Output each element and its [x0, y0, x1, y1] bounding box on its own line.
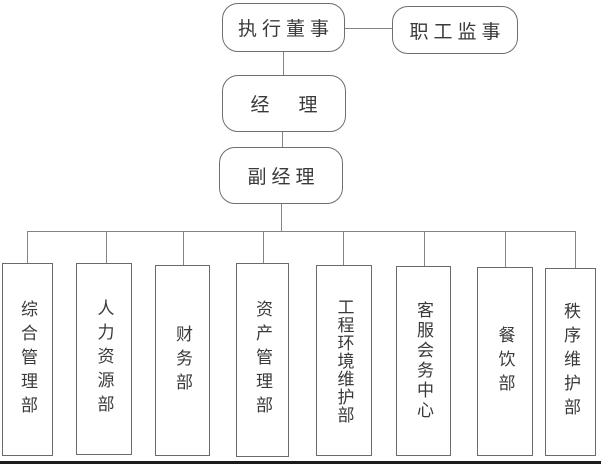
dept-box-catering: 餐饮部	[477, 267, 533, 456]
connector-drop-5	[343, 231, 344, 265]
dept-box-customer-service-conference-center: 客服会务中心	[396, 266, 451, 456]
connector-drop-3	[183, 231, 184, 265]
dept-label: 工程环境维护部	[334, 297, 354, 424]
connector-director-supervisor	[345, 28, 392, 29]
org-node-manager: 经 理	[222, 75, 346, 132]
dept-label: 秩序维护部	[561, 302, 580, 422]
connector-drop-4	[263, 231, 264, 263]
org-node-deputy-manager: 副经理	[219, 147, 343, 204]
dept-label: 资产管理部	[253, 300, 272, 420]
org-node-executive-director: 执行董事	[222, 3, 345, 52]
connector-drop-6	[424, 231, 425, 266]
org-node-label: 经 理	[250, 95, 323, 116]
connector-drop-7	[505, 231, 506, 267]
connector-deputy-bus	[281, 204, 282, 232]
dept-label: 综合管理部	[18, 299, 37, 420]
dept-box-asset-management: 资产管理部	[236, 263, 289, 457]
dept-label: 人力资源部	[94, 299, 114, 419]
org-node-label: 职工监事	[409, 21, 506, 43]
dept-label: 餐饮部	[495, 325, 515, 398]
dept-box-order-maintenance: 秩序维护部	[545, 268, 596, 456]
connector-bus-line	[27, 231, 576, 232]
org-node-employee-supervisor: 职工监事	[392, 6, 518, 54]
dept-label: 客服会务中心	[414, 301, 433, 421]
connector-drop-2	[106, 231, 107, 263]
page-bottom-rule	[0, 461, 601, 464]
org-node-label: 副经理	[247, 167, 320, 188]
connector-manager-deputy	[282, 132, 283, 147]
dept-box-general-management: 综合管理部	[2, 263, 53, 456]
connector-director-manager	[283, 52, 284, 75]
connector-drop-8	[575, 231, 576, 268]
dept-label: 财务部	[173, 324, 192, 397]
dept-box-finance: 财务部	[155, 265, 210, 456]
dept-box-human-resources: 人力资源部	[76, 263, 132, 455]
dept-box-engineering-environment-maintenance: 工程环境维护部	[316, 265, 372, 456]
org-node-label: 执行董事	[237, 19, 334, 40]
connector-drop-1	[27, 231, 28, 263]
